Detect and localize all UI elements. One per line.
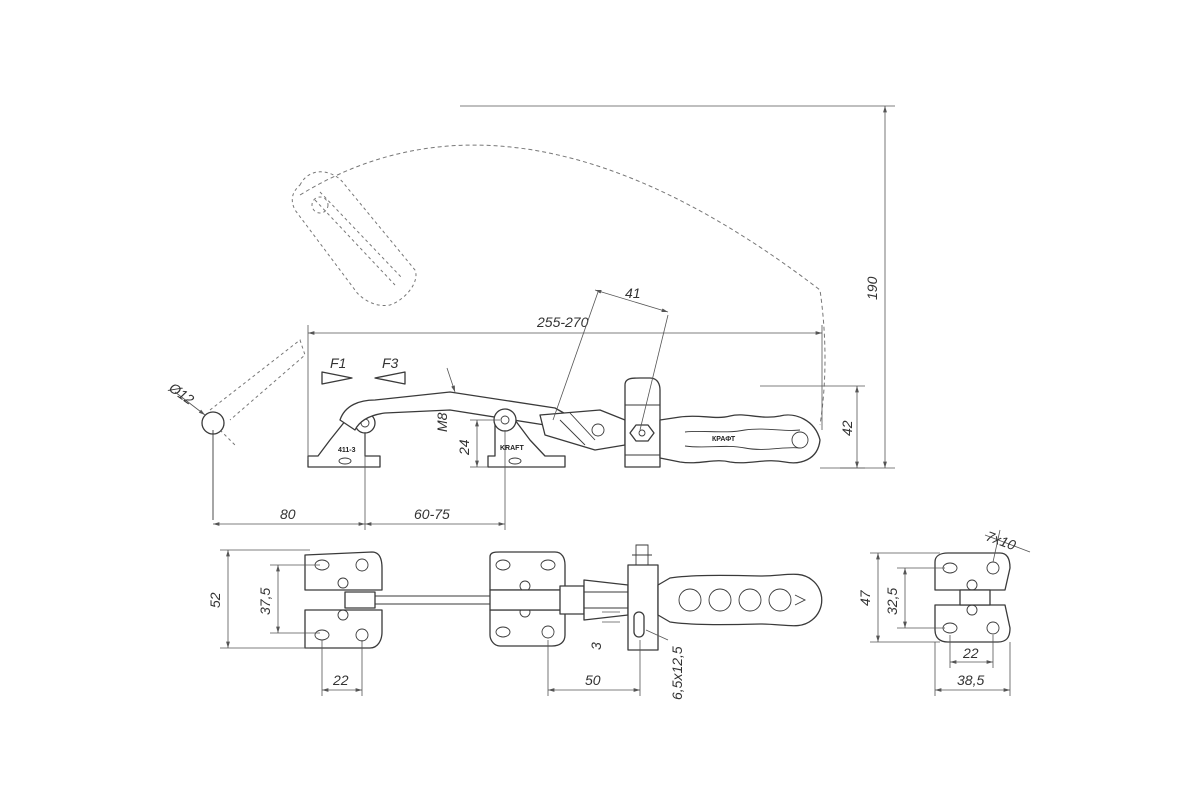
svg-text:47: 47	[857, 589, 873, 606]
dim-plate-hole-spacing: 22	[321, 640, 363, 696]
svg-text:190: 190	[864, 276, 880, 300]
brand-stamp: KRAFT	[500, 445, 524, 452]
latch-block	[624, 377, 661, 468]
svg-text:24: 24	[456, 439, 472, 456]
dim-sweep-height: 190	[460, 105, 895, 469]
svg-text:7x10: 7x10	[984, 528, 1018, 553]
top-view: 52 37,5 22 50 3 6,5x12,5	[207, 544, 823, 700]
force-f1-label: F1	[330, 355, 346, 371]
handle-top	[657, 573, 823, 627]
side-view: 411-3 KRAFT	[165, 105, 895, 530]
svg-text:38,5: 38,5	[957, 672, 984, 688]
ghost-handle-open	[291, 171, 417, 307]
dim-base-height: 24	[456, 419, 500, 468]
rear-plate	[489, 551, 585, 647]
link-rod	[583, 579, 629, 621]
dim-handle-offset: 41	[552, 285, 669, 431]
svg-text:50: 50	[585, 672, 601, 688]
force-f1-arrow	[321, 371, 353, 385]
svg-text:80: 80	[280, 506, 296, 522]
dim-catch-hole-spacing: 22	[949, 635, 994, 668]
svg-text:60-75: 60-75	[414, 506, 450, 522]
dim-stroke-range: 60-75	[365, 430, 506, 530]
model-marking: 411-3	[338, 447, 356, 454]
dim-slot-size: 6,5x12,5	[645, 629, 685, 700]
dim-catch-outer-width: 47	[857, 552, 940, 643]
dim-bolt-thread: M8	[434, 367, 456, 432]
svg-text:22: 22	[332, 672, 349, 688]
dim-gap: 3	[588, 611, 620, 650]
dim-plate-hole-pitch: 37,5	[257, 564, 320, 634]
dim-pivot-diameter: Ø12	[165, 379, 206, 416]
catch-view: 47 32,5 7x10 22 38,5	[857, 528, 1031, 696]
svg-text:M8: M8	[434, 412, 450, 432]
force-f3-arrow	[374, 371, 406, 385]
svg-text:22: 22	[962, 645, 979, 661]
svg-text:52: 52	[207, 592, 223, 608]
force-indicators: F1 F3	[321, 355, 406, 385]
svg-text:6,5x12,5: 6,5x12,5	[669, 646, 685, 700]
dim-rear-hole-spacing: 50	[547, 640, 641, 696]
svg-text:3: 3	[588, 642, 604, 650]
ghost-lever	[209, 339, 306, 446]
force-f3-label: F3	[382, 355, 399, 371]
dim-handle-height: 42	[760, 385, 865, 469]
svg-text:Ø12: Ø12	[165, 379, 197, 408]
front-plate	[304, 551, 490, 649]
dim-front-reach: 80	[213, 432, 366, 530]
latch-top	[627, 544, 659, 651]
svg-text:41: 41	[625, 285, 641, 301]
dim-catch-hole-pitch: 32,5	[884, 567, 945, 629]
svg-text:42: 42	[839, 420, 855, 436]
linkage	[539, 409, 626, 451]
svg-text:255-270: 255-270	[536, 314, 589, 330]
svg-text:32,5: 32,5	[884, 588, 900, 615]
dim-catch-plate-length: 38,5	[934, 642, 1011, 696]
handle-sweep-arc	[299, 144, 826, 426]
svg-text:37,5: 37,5	[257, 588, 273, 615]
grip-brand: КРАФТ	[712, 436, 736, 443]
dim-plate-outer-width: 52	[207, 549, 310, 649]
dim-overall-length: 255-270	[307, 314, 823, 460]
handle-grip: КРАФТ	[659, 414, 821, 464]
